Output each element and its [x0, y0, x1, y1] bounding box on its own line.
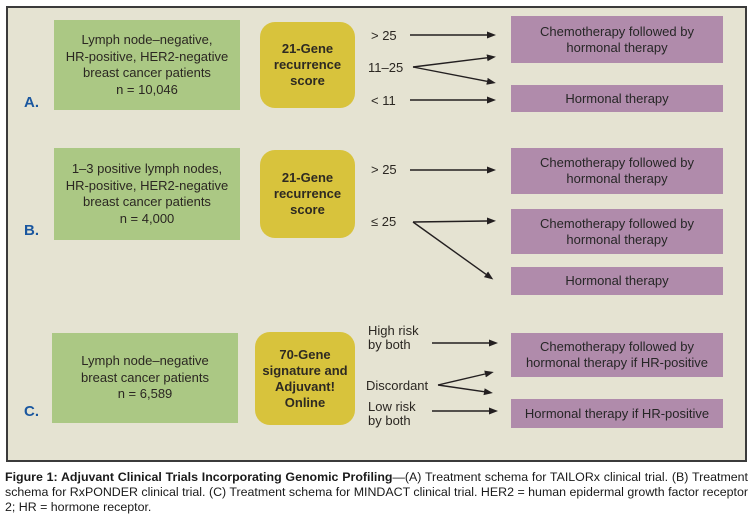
caption-title: Figure 1: Adjuvant Clinical Trials Incor… — [5, 470, 393, 484]
diagram-frame: A. Lymph node–negative, HR-positive, HER… — [6, 6, 747, 462]
population-box-a: Lymph node–negative, HR-positive, HER2-n… — [54, 20, 240, 110]
branch-label-b-le25: ≤ 25 — [371, 214, 397, 229]
outcome-box-a-hormonal: Hormonal therapy — [511, 85, 723, 112]
branch-label-a-11-25: 11–25 — [368, 60, 404, 75]
population-box-c: Lymph node–negative breast cancer patien… — [52, 333, 238, 423]
outcome-box-c-chemo-hormonal: Chemotherapy followed by hormonal therap… — [511, 333, 723, 377]
section-label-c: C. — [24, 403, 39, 420]
branch-label-c-discordant: Discordant — [366, 378, 429, 393]
branch-label-b-gt25: > 25 — [371, 162, 397, 177]
figure-caption: Figure 1: Adjuvant Clinical Trials Incor… — [5, 470, 748, 514]
test-box-b: 21-Gene recurrence score — [260, 150, 355, 238]
outcome-box-b-chemo-hormonal-2: Chemotherapy followed by hormonal therap… — [511, 209, 723, 254]
branch-label-c-low-risk: Low risk by both — [368, 399, 416, 428]
population-box-b: 1–3 positive lymph nodes, HR-positive, H… — [54, 148, 240, 240]
section-label-b: B. — [24, 222, 39, 239]
outcome-box-c-hormonal: Hormonal therapy if HR-positive — [511, 399, 723, 428]
caption-body: —(A) Treatment schema for TAILORx clinic… — [5, 470, 748, 514]
outcome-box-a-chemo-hormonal: Chemotherapy followed by hormonal therap… — [511, 16, 723, 63]
section-label-a: A. — [24, 94, 39, 111]
test-box-c: 70-Gene signature and Adjuvant! Online — [255, 332, 355, 425]
test-box-a: 21-Gene recurrence score — [260, 22, 355, 108]
branch-label-a-gt25: > 25 — [371, 28, 397, 43]
branch-label-a-lt11: < 11 — [371, 93, 396, 108]
branch-label-c-high-risk: High risk by both — [368, 323, 419, 352]
outcome-box-b-hormonal: Hormonal therapy — [511, 267, 723, 295]
outcome-box-b-chemo-hormonal-1: Chemotherapy followed by hormonal therap… — [511, 148, 723, 194]
